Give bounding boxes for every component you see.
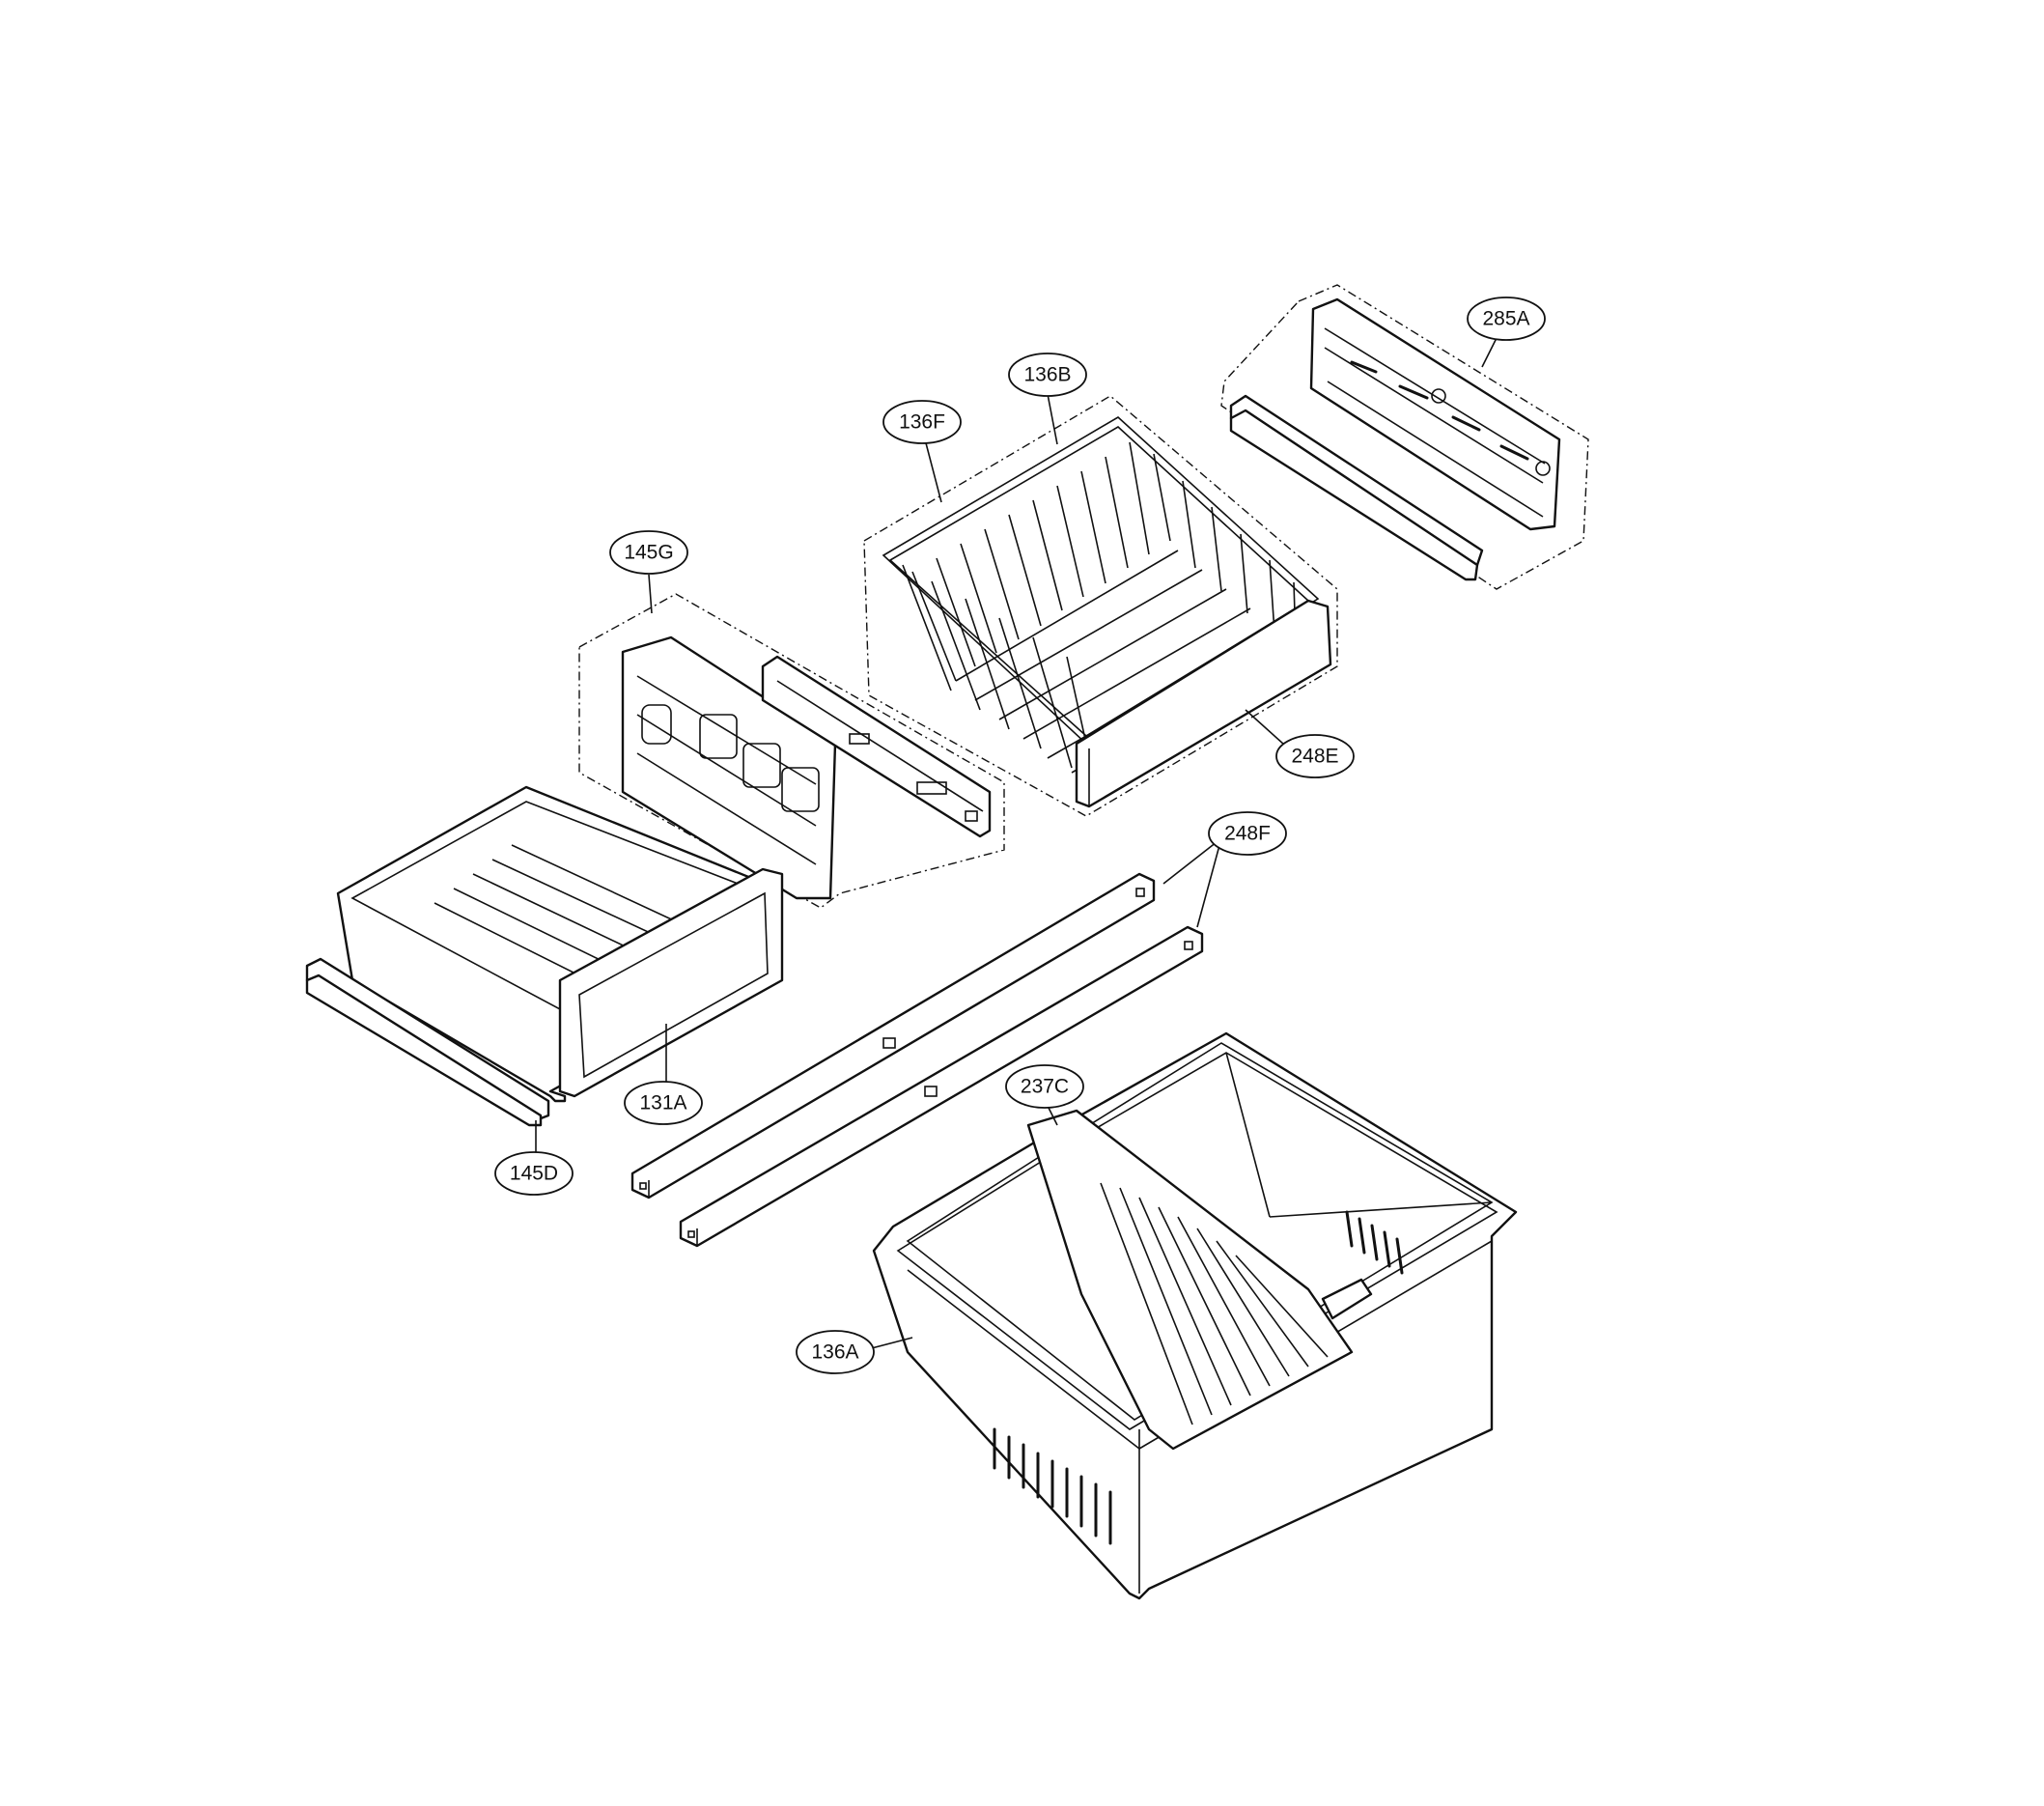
part-131A-drawer: [336, 785, 784, 1103]
callout-136F: 136F: [882, 400, 962, 444]
callout-145D: 145D: [494, 1151, 574, 1196]
callout-label-285A: 285A: [1482, 308, 1529, 330]
callout-145G: 145G: [609, 530, 688, 575]
callout-label-248F: 248F: [1224, 823, 1271, 845]
callout-237C: 237C: [1005, 1064, 1084, 1109]
part-136B-wire-basket: [863, 395, 1338, 817]
part-136A-bin: [872, 1031, 1518, 1600]
callout-label-248E: 248E: [1291, 746, 1338, 768]
part-145G-rail-frame: [578, 593, 1005, 909]
part-145D-bar: [305, 957, 550, 1127]
callout-label-145G: 145G: [624, 542, 673, 564]
callout-label-131A: 131A: [639, 1092, 686, 1115]
callout-label-237C: 237C: [1021, 1076, 1069, 1098]
callout-248E: 248E: [1275, 734, 1355, 778]
callout-136B: 136B: [1008, 353, 1087, 397]
callout-label-145D: 145D: [510, 1163, 558, 1185]
callout-label-136B: 136B: [1023, 364, 1071, 386]
callout-248F: 248F: [1208, 811, 1287, 856]
callout-label-136A: 136A: [811, 1341, 858, 1364]
callout-label-136F: 136F: [899, 411, 945, 434]
callout-285A: 285A: [1467, 296, 1546, 341]
callout-136A: 136A: [796, 1330, 875, 1374]
part-248F-rails: [630, 872, 1204, 1248]
part-285A-rail-assembly: [1220, 284, 1589, 590]
callout-131A: 131A: [624, 1081, 703, 1125]
